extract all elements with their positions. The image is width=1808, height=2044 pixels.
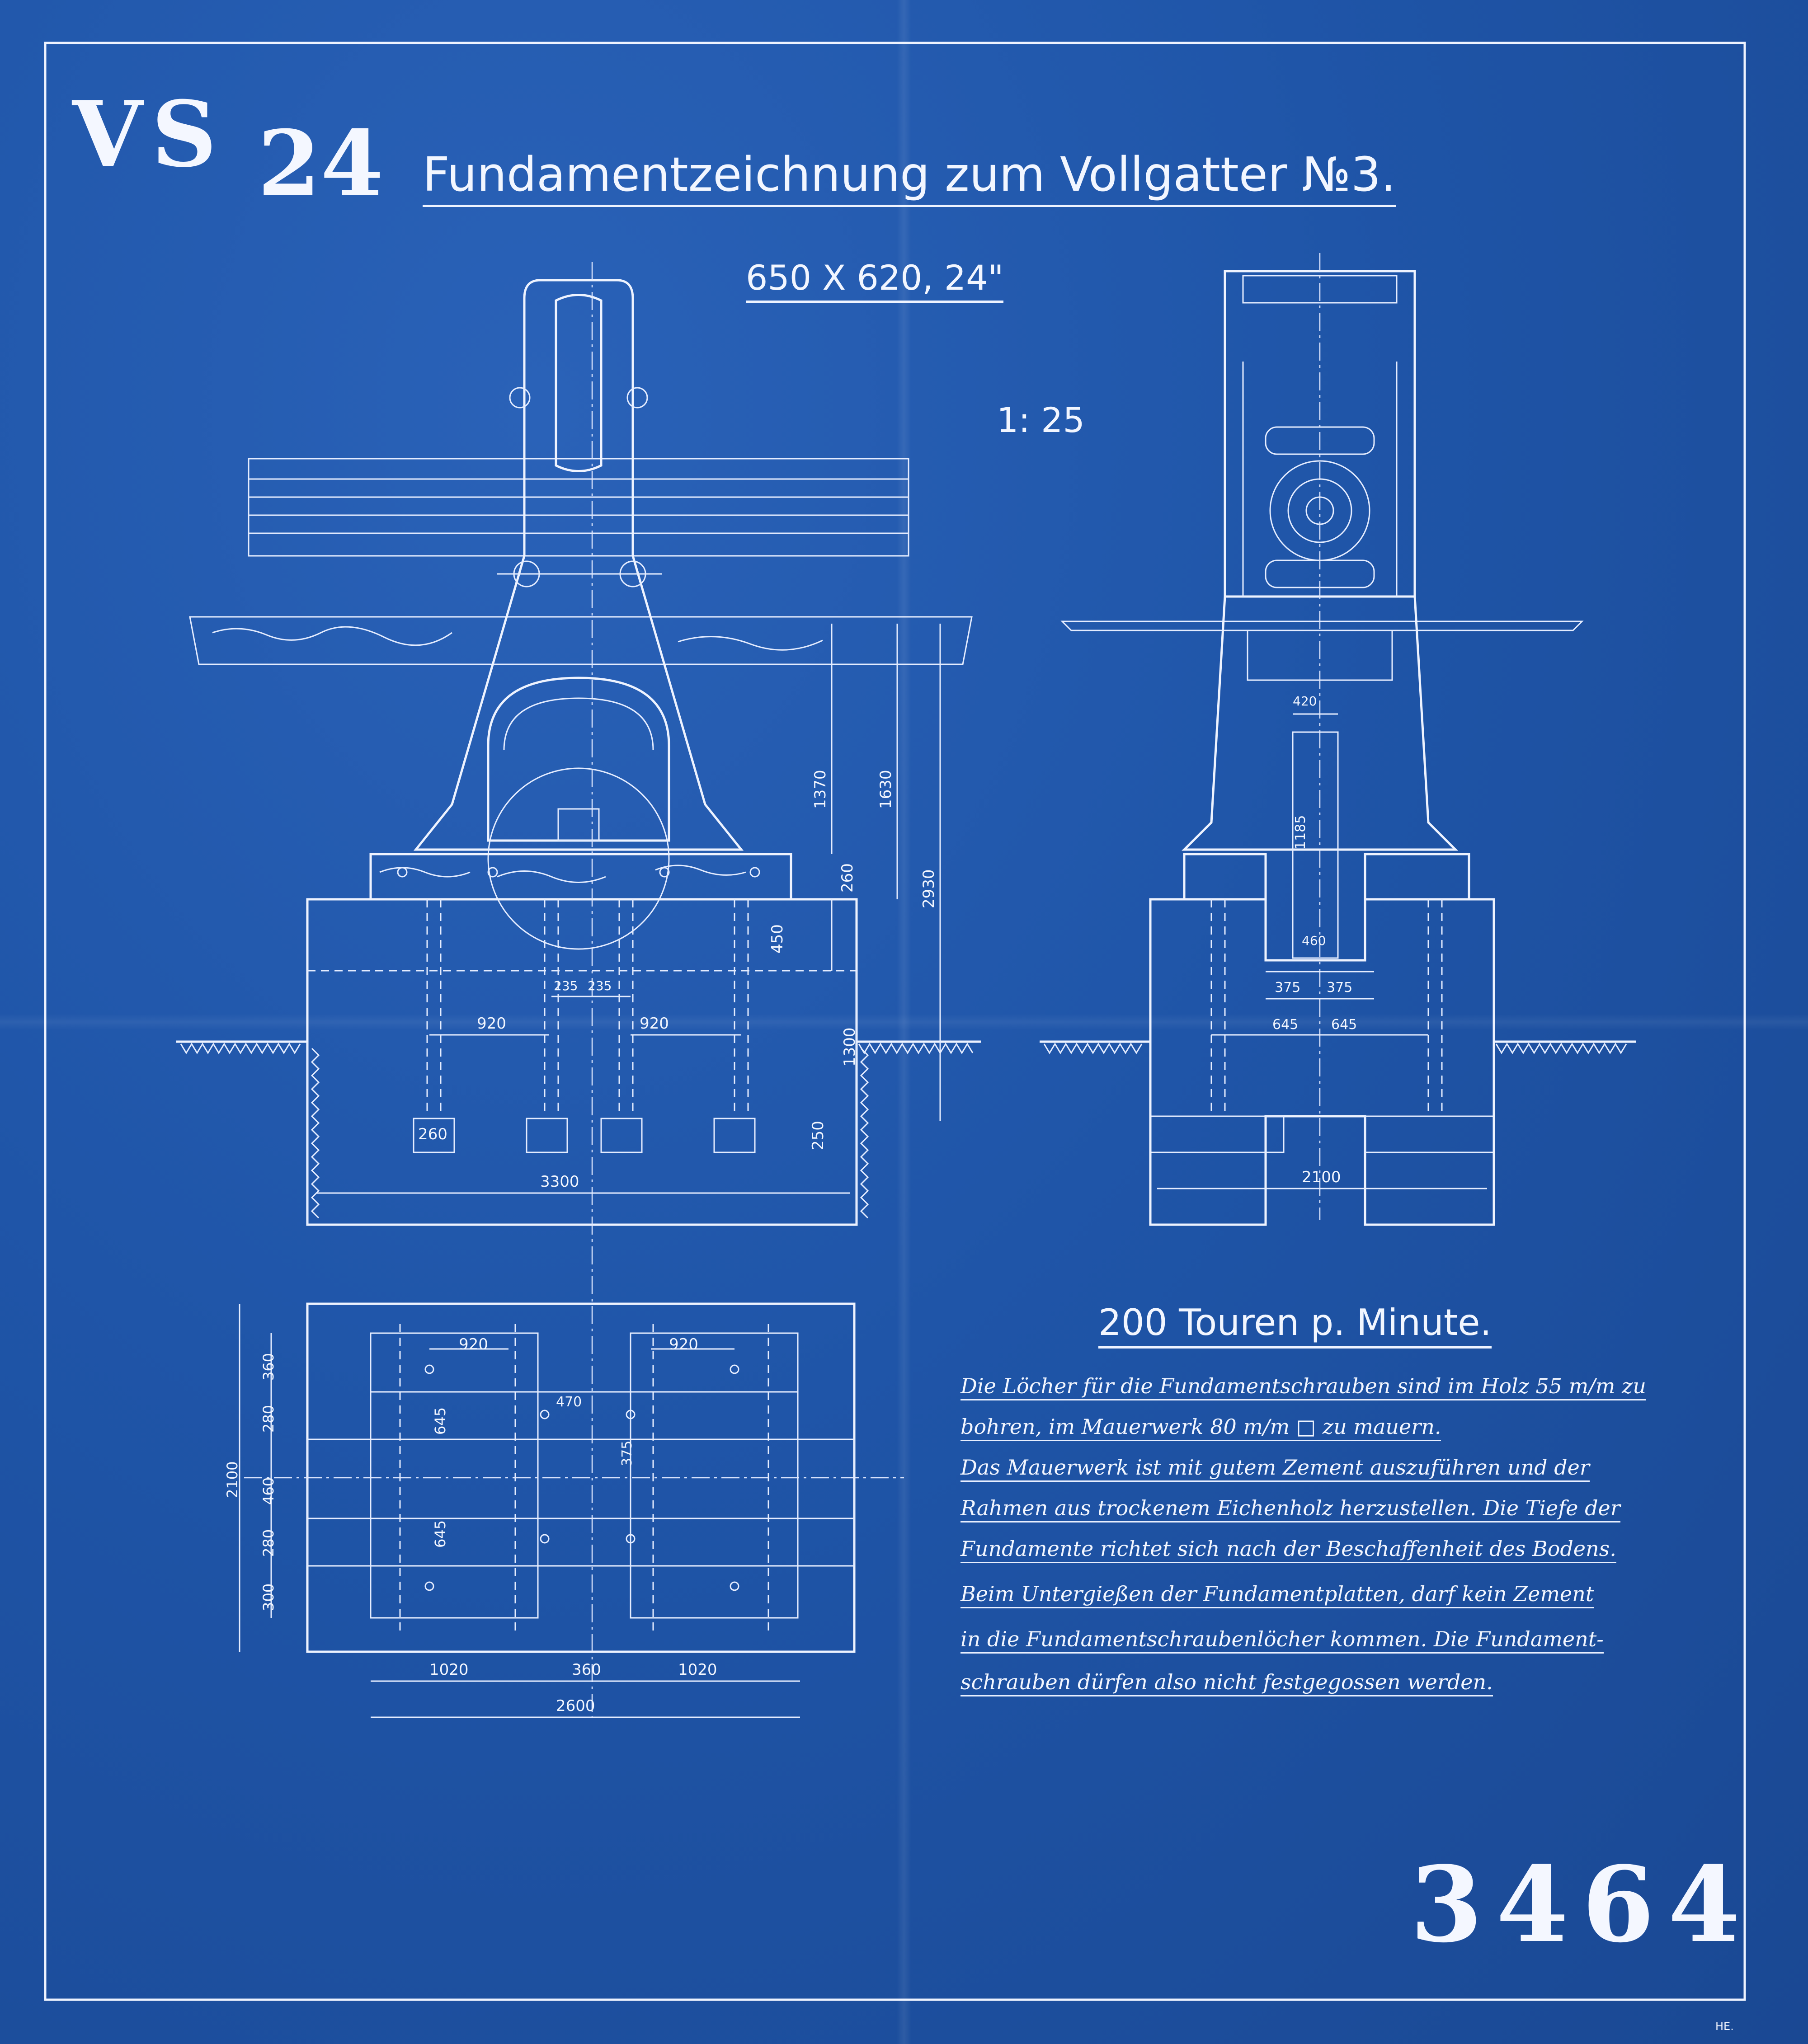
log-cross-section [1269,460,1370,561]
dim-label: 2100 [1302,1168,1341,1186]
dim-label: 280 [260,1405,277,1433]
side-frame-top [1224,270,1416,598]
speed-label: 200 Touren p. Minute. [1098,1302,1492,1349]
dim-label: 260 [838,863,857,893]
plan-crossbeam [370,1391,799,1440]
oak-sill [369,853,792,901]
dim-label: 920 [459,1335,488,1353]
dim-label: 375 [619,1440,635,1466]
note-line: Beim Untergießen der Fundamentplatten, d… [960,1582,1594,1608]
dim-label: 1300 [841,1027,859,1067]
dim-label: 460 [260,1477,277,1505]
dim-label: 1185 [1293,815,1309,850]
plan-outline [306,1302,856,1653]
dim-label: 260 [418,1125,447,1143]
dim-label: 2930 [920,869,938,908]
dim-label: 360 [260,1353,277,1381]
note-line: bohren, im Mauerwerk 80 m/m □ zu mauern. [960,1414,1441,1441]
sheet-border [44,42,1746,2001]
dim-label: 645 [1331,1017,1357,1033]
dim-label: 1020 [678,1661,717,1679]
anchor-pocket [526,1118,568,1153]
side-timber [1247,630,1393,681]
dim-label: 360 [572,1661,601,1679]
plan-crossbeam [306,1438,855,1519]
dim-label: 375 [1275,980,1301,996]
crank-arch [487,677,670,842]
anchor-pocket [413,1118,455,1153]
dim-label: 450 [768,924,786,954]
frame-slot [555,294,603,472]
plan-crossbeam [306,1518,855,1567]
dim-label: 645 [432,1520,449,1548]
drafter-initials: HE. [1715,2020,1734,2033]
dim-label: 375 [1327,980,1353,996]
dim-label: 920 [640,1015,669,1033]
dim-label: 3300 [540,1173,579,1191]
note-line: Das Mauerwerk ist mit gutem Zement auszu… [960,1455,1590,1482]
dim-label: 920 [669,1335,698,1353]
note-line: Rahmen aus trockenem Eichenholz herzuste… [960,1496,1620,1522]
machine-size: 650 X 620, 24" [746,258,1004,303]
anchor-pocket [600,1118,643,1153]
dim-label: 1020 [429,1661,469,1679]
dim-label: 235 [554,978,578,993]
flywheel [487,767,670,950]
saw-pit-slot [1292,731,1339,959]
plan-view [239,1302,904,1718]
sheet-number-stamp: 3464 [1410,1844,1754,1966]
drawing-title: Fundamentzeichnung zum Vollgatter №3. [423,147,1396,207]
front-view [176,262,981,1717]
dim-label: 280 [260,1529,277,1557]
bearing-block [557,808,600,841]
side-view [1040,253,1636,1226]
dim-label: 1630 [877,770,895,809]
dim-label: 920 [477,1015,506,1033]
dim-label: 460 [1302,933,1326,948]
dim-label: 2600 [556,1697,595,1715]
drawing-number-stamp: 24 [258,111,384,217]
note-line: Die Löcher für die Fundamentschrauben si… [960,1374,1646,1400]
feed-roller-top [1265,426,1375,455]
dim-label: 470 [556,1394,582,1410]
masonry-foundation [306,898,858,1226]
log-beam [248,458,909,557]
dim-label: 645 [1272,1017,1299,1033]
note-line: in die Fundamentschraubenlöcher kommen. … [960,1627,1604,1654]
anchor-pocket [713,1118,756,1153]
gang-saw-frame [413,279,744,851]
feed-roller-bottom [1265,559,1375,588]
side-foundation [1149,898,1495,1226]
note-line: Fundamente richtet sich nach der Beschaf… [960,1537,1616,1563]
dim-label: 645 [432,1407,449,1435]
dim-label: 250 [809,1121,827,1150]
dim-label: 300 [260,1583,277,1611]
dim-label: 420 [1293,694,1317,709]
drawing-scale: 1: 25 [997,400,1085,440]
series-stamp: VS [72,81,226,188]
floor-planks [189,616,973,665]
dim-label: 2100 [224,1461,241,1498]
note-line: schrauben dürfen also nicht festgegossen… [960,1670,1493,1696]
dim-label: 1370 [811,770,829,809]
dim-label: 235 [588,978,612,993]
